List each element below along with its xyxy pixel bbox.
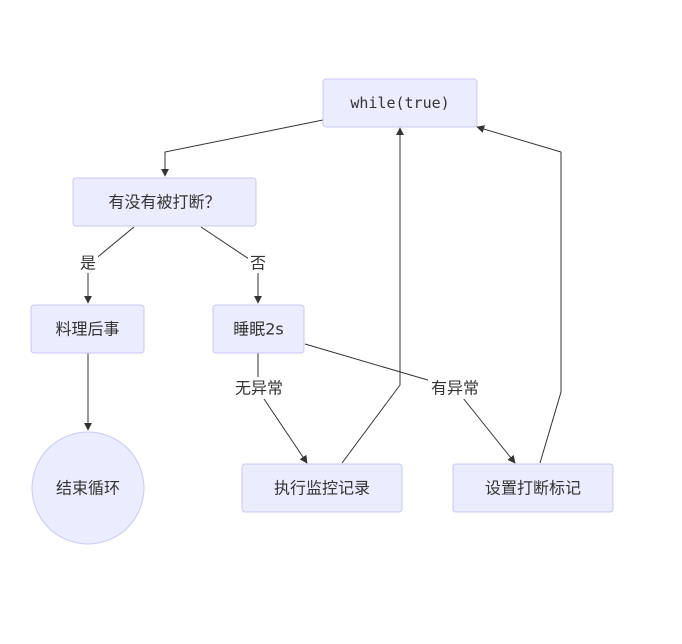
node-check-interrupted: 有没有被打断？ bbox=[72, 177, 257, 227]
node-record-label: 执行监控记录 bbox=[274, 479, 370, 498]
node-set-flag-label: 设置打断标记 bbox=[485, 479, 581, 498]
edge-label-no-exception: 无异常 bbox=[232, 377, 286, 399]
edge-setflag-to-loop bbox=[476, 125, 562, 464]
edge-label-yes: 是 bbox=[78, 253, 98, 273]
node-cleanup-label: 料理后事 bbox=[55, 320, 119, 339]
node-sleep-label: 睡眠2s bbox=[233, 320, 284, 339]
edge-record-to-loop bbox=[341, 127, 404, 464]
node-sleep: 睡眠2s bbox=[212, 304, 305, 354]
edge-label-yes-text: 是 bbox=[80, 254, 96, 273]
edge-label-no-exception-text: 无异常 bbox=[235, 379, 283, 398]
node-end-loop: 结束循环 bbox=[31, 431, 145, 545]
edge-label-no-text: 否 bbox=[250, 254, 266, 273]
edge-sleep-to-setflag bbox=[304, 343, 516, 464]
node-while-true: while(true) bbox=[322, 78, 478, 128]
node-check-interrupted-label: 有没有被打断？ bbox=[108, 193, 220, 212]
edge-label-no: 否 bbox=[248, 253, 268, 273]
edge-sleep-to-record bbox=[257, 353, 308, 464]
edge-label-has-exception-text: 有异常 bbox=[431, 379, 479, 398]
edge-loop-to-check bbox=[161, 119, 324, 177]
node-set-flag: 设置打断标记 bbox=[452, 463, 614, 513]
edge-label-has-exception: 有异常 bbox=[428, 377, 482, 399]
node-cleanup: 料理后事 bbox=[30, 304, 145, 354]
node-record: 执行监控记录 bbox=[241, 463, 403, 513]
node-end-loop-label: 结束循环 bbox=[56, 479, 120, 498]
node-while-true-label: while(true) bbox=[350, 94, 449, 112]
